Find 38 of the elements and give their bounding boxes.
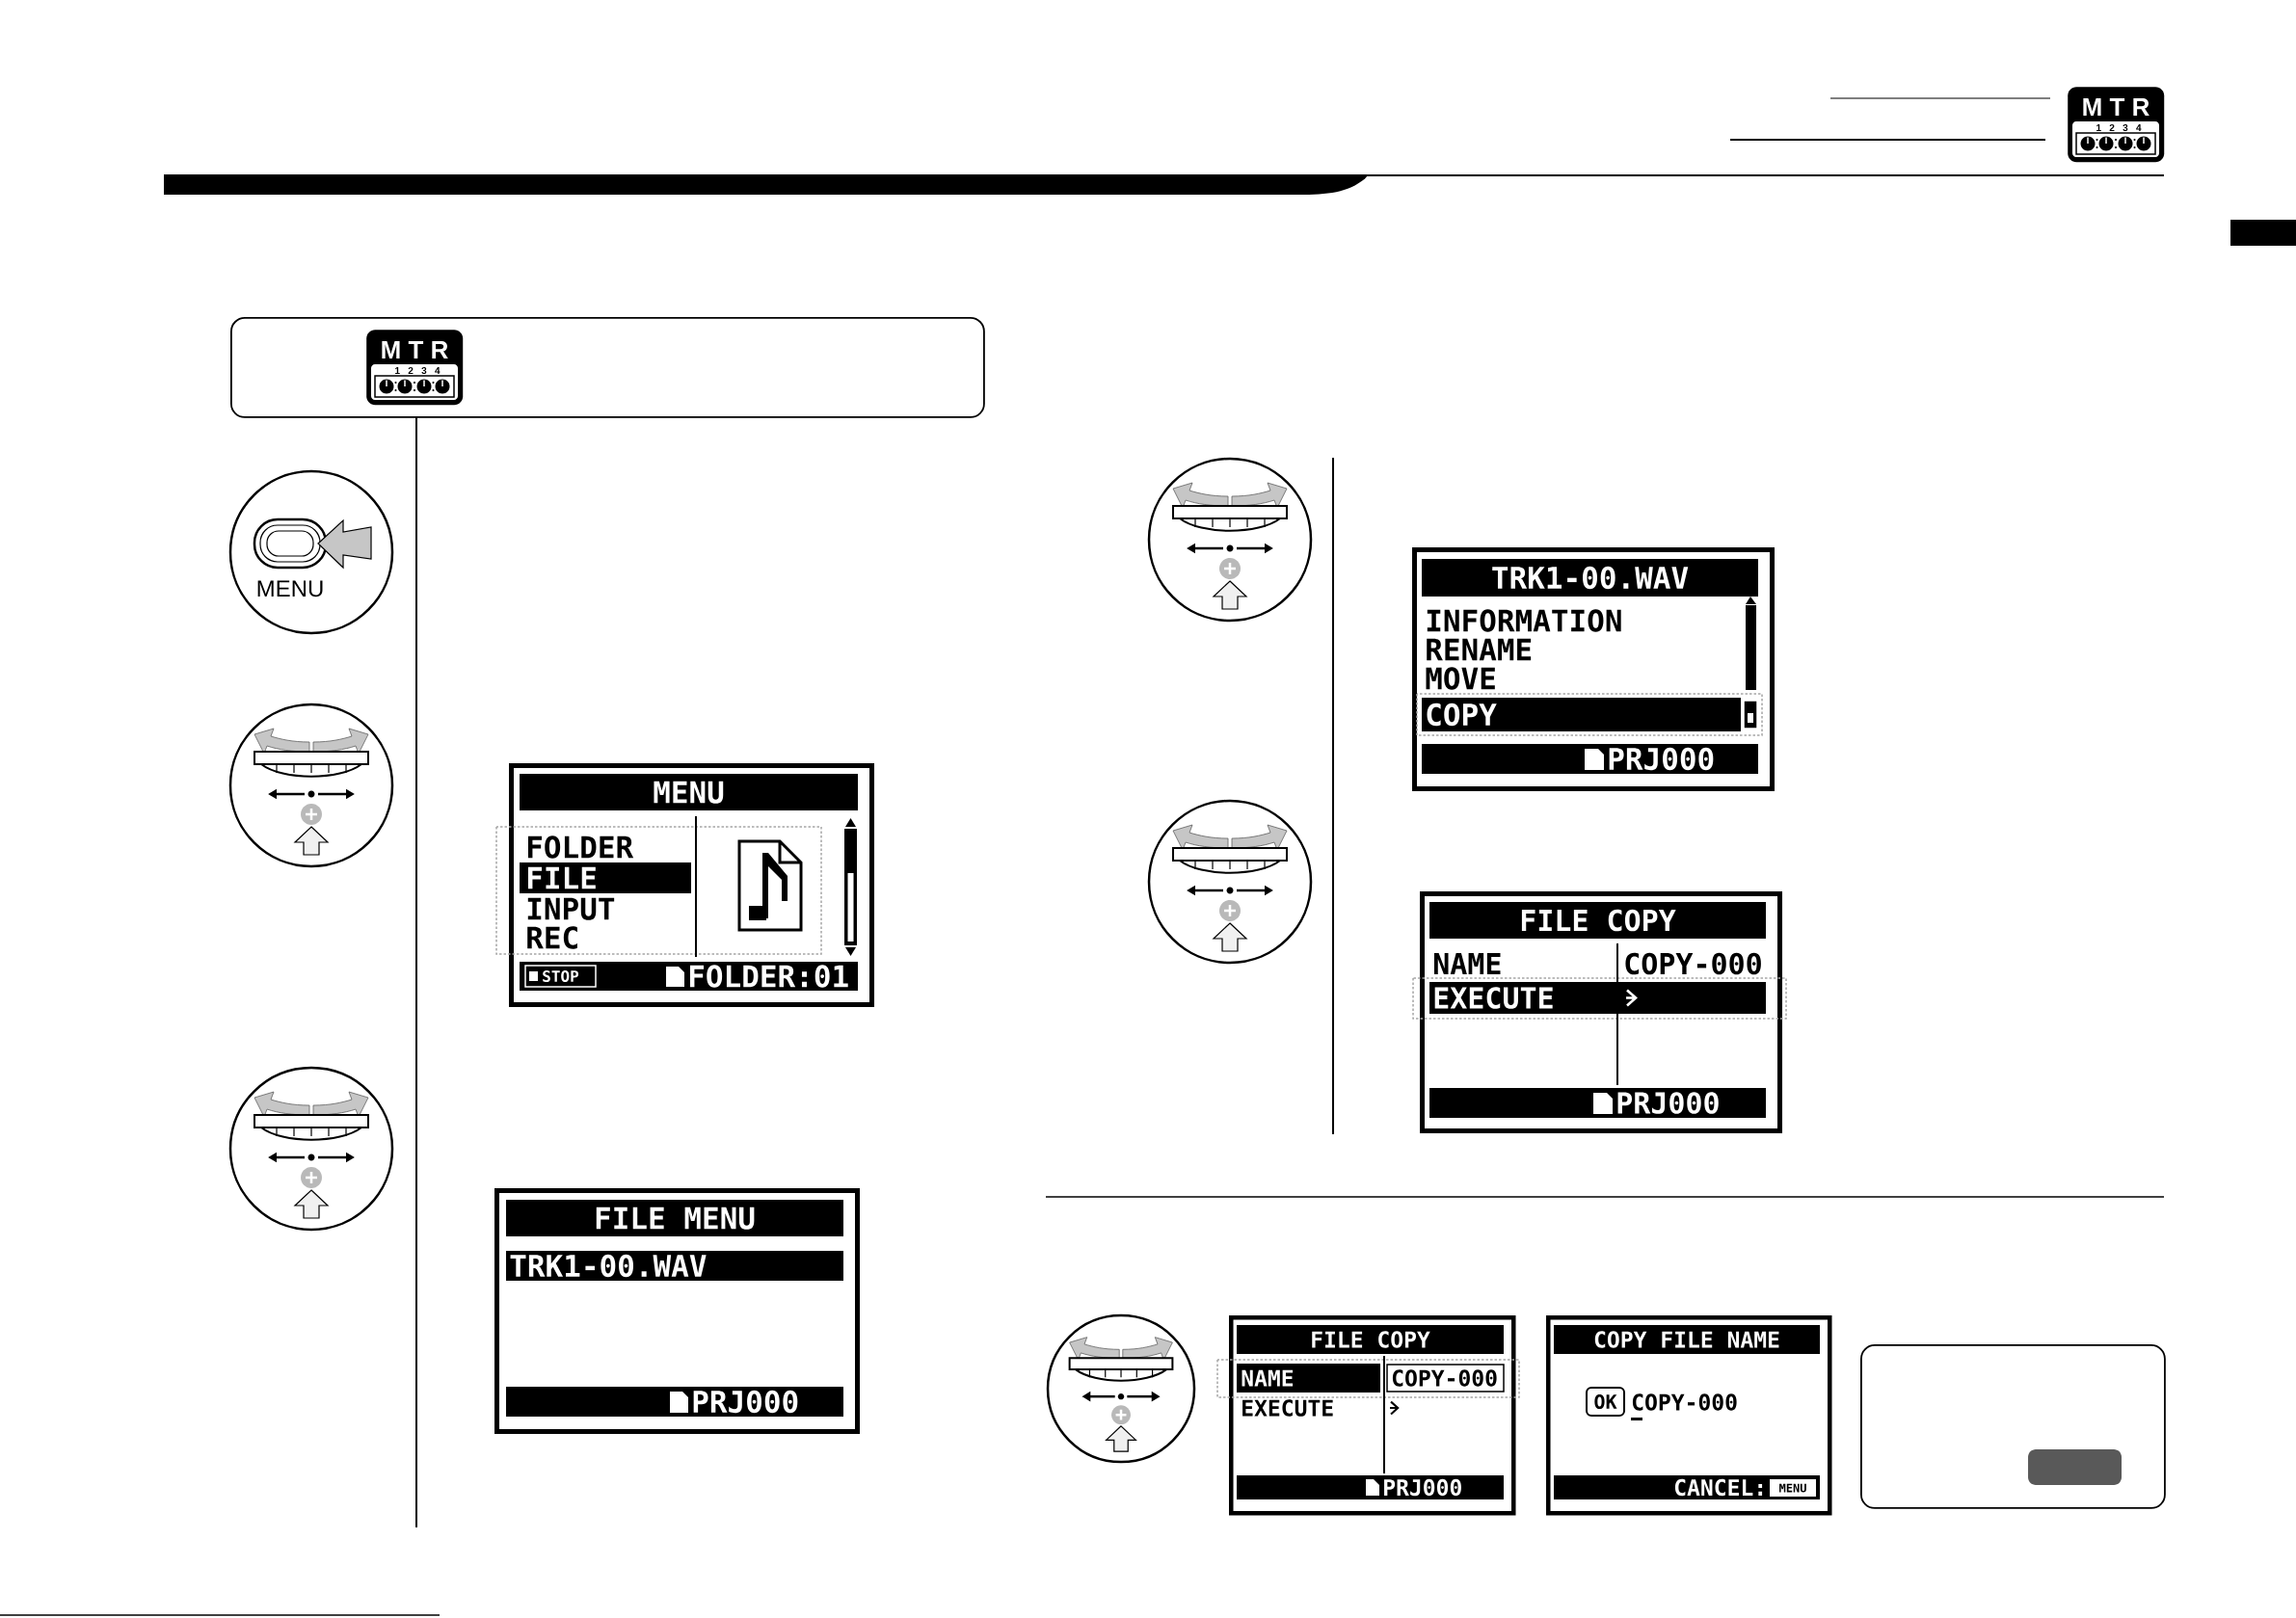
status-bar: PRJ000 [1429, 1088, 1766, 1118]
menu-item: FOLDER [527, 836, 634, 859]
highlighted-item: COPY [1422, 698, 1741, 731]
setting-value: COPY-000 [1625, 952, 1761, 975]
menu-item: NAME [1433, 953, 1501, 974]
key-label: MENU [257, 580, 323, 597]
highlighted-item: TRK1-00.WAV [506, 1251, 843, 1281]
ok-button: OK [1586, 1387, 1625, 1417]
dial-illustration [1046, 1313, 1196, 1464]
name-field: COPY-000 [1386, 1364, 1505, 1393]
screen-title: FILE MENU [506, 1200, 843, 1236]
menu-item: EXECUTE [1242, 1399, 1333, 1417]
menu-item: COPY-000 [1632, 1393, 1737, 1411]
menu-item: RENAME [1427, 638, 1532, 661]
screen-title: MENU [520, 774, 858, 810]
highlighted-item: FILE [520, 862, 691, 893]
menu-item: MOVE [1426, 667, 1495, 690]
menu-item: INFORMATION [1427, 609, 1621, 632]
dial-illustration [228, 703, 394, 868]
screen-title: FILE COPY [1429, 902, 1766, 939]
highlighted-item: NAME [1237, 1364, 1380, 1393]
status-bar: PRJ000 [506, 1387, 843, 1417]
dial-illustration [1147, 799, 1313, 965]
status-bar: PRJ000 [1237, 1475, 1504, 1499]
menu-item: INPUT [527, 897, 615, 920]
key-tag: MENU [1770, 1479, 1816, 1497]
dial-illustration [1147, 457, 1313, 623]
dial-illustration [228, 1066, 394, 1232]
mode-badge: M T R 1 2 3 4 [2068, 87, 2165, 163]
mode-box [230, 317, 985, 418]
screen-title: FILE COPY [1237, 1325, 1504, 1354]
highlighted-item: EXECUTE [1429, 982, 1766, 1014]
status-tag: STOP [524, 965, 597, 988]
screen-title: TRK1-00.WAV [1422, 559, 1758, 597]
mode-badge: M T R 1 2 3 4 [366, 330, 464, 406]
status-bar: PRJ000 [1422, 744, 1758, 774]
menu-item: REC [527, 926, 577, 949]
screen-title: COPY FILE NAME [1554, 1325, 1820, 1354]
